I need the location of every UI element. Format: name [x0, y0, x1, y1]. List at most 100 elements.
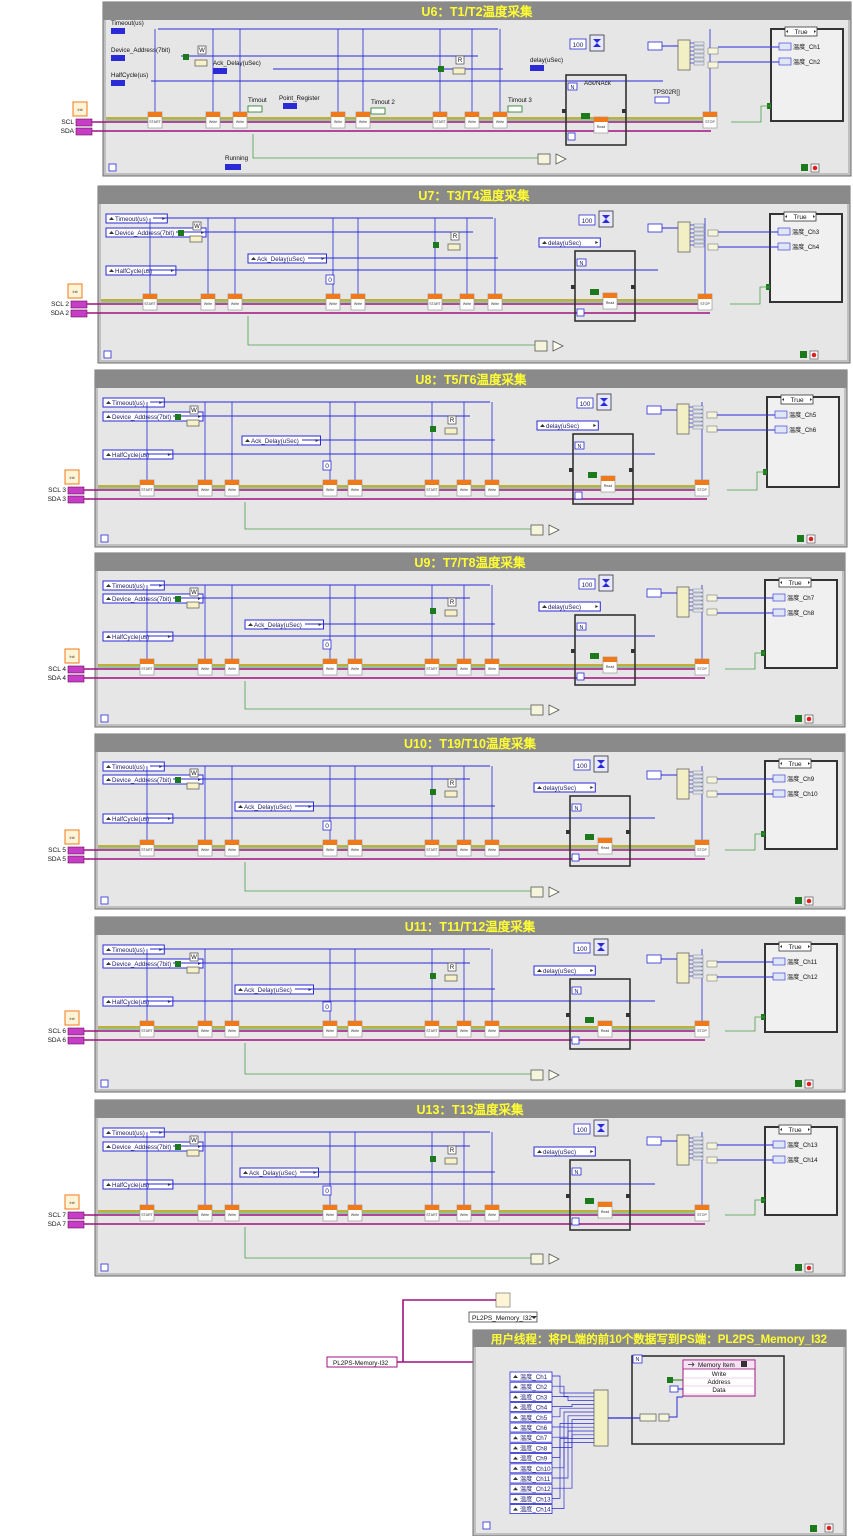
write-subvi-4[interactable]: Write [355, 111, 371, 129]
write-subvi-3[interactable]: Write [325, 293, 341, 311]
stop-button[interactable] [806, 534, 816, 544]
control-node[interactable]: delay(uSec) [530, 57, 563, 71]
case-selector[interactable] [778, 758, 812, 769]
start-subvi-2[interactable]: START [424, 839, 440, 857]
read-subvi[interactable]: Read [597, 1020, 613, 1038]
read-subvi[interactable]: Read [602, 292, 618, 310]
stop-subvi[interactable]: STOP [697, 293, 713, 311]
control-node[interactable]: delay(uSec) [538, 601, 601, 612]
case-selector[interactable] [780, 394, 814, 405]
write-subvi-2[interactable]: Write [224, 839, 240, 857]
start-subvi[interactable]: START [139, 1020, 155, 1038]
write-subvi[interactable]: Write [200, 293, 216, 311]
stop-subvi[interactable]: STOP [694, 1020, 710, 1038]
write-subvi-4[interactable]: Write [350, 293, 366, 311]
start-subvi-2[interactable]: START [424, 658, 440, 676]
write-subvi-2[interactable]: Write [224, 1204, 240, 1222]
stop-subvi[interactable]: STOP [694, 479, 710, 497]
channel-local-13[interactable]: 温度_Ch13 [509, 1494, 553, 1504]
write-subvi-2[interactable]: Write [224, 479, 240, 497]
scl-terminal[interactable] [67, 486, 85, 495]
write-subvi-6[interactable]: Write [484, 479, 500, 497]
write-subvi-4[interactable]: Write [347, 1204, 363, 1222]
control-node[interactable]: HalfCycle(us) [111, 72, 148, 86]
control-node[interactable]: Device_Address(7bit) [111, 47, 170, 61]
start-subvi[interactable]: START [139, 479, 155, 497]
sda-terminal[interactable] [67, 1220, 85, 1229]
read-subvi[interactable]: Read [597, 1201, 613, 1219]
case-selector[interactable] [778, 577, 812, 588]
write-subvi-5[interactable]: Write [464, 111, 480, 129]
read-subvi[interactable]: Read [593, 116, 609, 134]
write-subvi-6[interactable]: Write [484, 1020, 500, 1038]
write-subvi-3[interactable]: Write [322, 658, 338, 676]
write-subvi-6[interactable]: Write [492, 111, 508, 129]
scl-terminal[interactable] [75, 118, 93, 127]
write-subvi-3[interactable]: Write [330, 111, 346, 129]
write-subvi[interactable]: Write [205, 111, 221, 129]
write-subvi[interactable]: Write [197, 479, 213, 497]
write-subvi-5[interactable]: Write [456, 1020, 472, 1038]
start-subvi[interactable]: START [142, 293, 158, 311]
control-node[interactable]: delay(uSec) [538, 237, 601, 248]
start-subvi-2[interactable]: START [427, 293, 443, 311]
write-subvi-5[interactable]: Write [456, 839, 472, 857]
write-subvi-3[interactable]: Write [322, 479, 338, 497]
sda-terminal[interactable] [75, 127, 93, 136]
write-subvi-4[interactable]: Write [347, 1020, 363, 1038]
memory-selector[interactable]: PL2PS_Memory_I32 [468, 1292, 538, 1323]
start-subvi[interactable]: START [139, 658, 155, 676]
case-selector[interactable] [778, 1124, 812, 1135]
channel-local-11[interactable]: 温度_Ch11 [509, 1473, 553, 1484]
write-subvi[interactable]: Write [197, 658, 213, 676]
write-subvi-6[interactable]: Write [484, 1204, 500, 1222]
channel-local-7[interactable]: 温度_Ch7 [509, 1432, 553, 1443]
stop-button[interactable] [804, 896, 814, 906]
channel-local-10[interactable]: 温度_Ch10 [509, 1463, 553, 1474]
channel-local-5[interactable]: 温度_Ch5 [509, 1412, 553, 1423]
stop-subvi[interactable]: STOP [694, 658, 710, 676]
write-subvi-2[interactable]: Write [224, 658, 240, 676]
channel-local-12[interactable]: 温度_Ch12 [509, 1483, 553, 1494]
stop-subvi[interactable]: STOP [702, 111, 718, 129]
stop-button[interactable] [804, 714, 814, 724]
case-selector[interactable] [784, 26, 818, 37]
read-subvi[interactable]: Read [597, 837, 613, 855]
channel-local-6[interactable]: 温度_Ch6 [509, 1422, 553, 1433]
control-node[interactable]: delay(uSec) [536, 420, 599, 431]
sda-terminal[interactable] [67, 674, 85, 683]
write-subvi-5[interactable]: Write [459, 293, 475, 311]
write-subvi[interactable]: Write [197, 1204, 213, 1222]
memory-ref-terminal[interactable]: PL2PS-Memory-I32 [326, 1356, 398, 1368]
stop-button[interactable] [809, 350, 819, 360]
write-subvi-3[interactable]: Write [322, 1204, 338, 1222]
sda-terminal[interactable] [67, 495, 85, 504]
start-subvi-2[interactable]: START [424, 1020, 440, 1038]
stop-button[interactable] [810, 163, 820, 173]
write-subvi-4[interactable]: Write [347, 839, 363, 857]
start-subvi[interactable]: START [139, 1204, 155, 1222]
write-subvi-6[interactable]: Write [484, 839, 500, 857]
scl-terminal[interactable] [70, 300, 88, 309]
channel-local-3[interactable]: 温度_Ch3 [509, 1392, 553, 1402]
init-subvi[interactable]: Init [64, 648, 80, 664]
scl-terminal[interactable] [67, 1027, 85, 1036]
init-subvi[interactable]: Init [64, 829, 80, 845]
write-subvi-4[interactable]: Write [347, 479, 363, 497]
start-subvi-2[interactable]: START [424, 479, 440, 497]
read-subvi[interactable]: Read [600, 475, 616, 493]
control-node[interactable]: Timeout(us) [111, 20, 144, 34]
user-stop-button[interactable] [824, 1523, 834, 1533]
start-subvi[interactable]: START [139, 839, 155, 857]
scl-terminal[interactable] [67, 665, 85, 674]
stop-subvi[interactable]: STOP [694, 1204, 710, 1222]
stop-button[interactable] [804, 1263, 814, 1273]
channel-local-1[interactable]: 温度_Ch1 [509, 1371, 553, 1382]
write-subvi-3[interactable]: Write [322, 1020, 338, 1038]
write-subvi-5[interactable]: Write [456, 479, 472, 497]
write-subvi-2[interactable]: Write [224, 1020, 240, 1038]
control-node[interactable]: delay(uSec) [533, 965, 596, 976]
case-selector[interactable] [783, 211, 817, 222]
init-subvi[interactable]: Init [64, 1010, 80, 1026]
